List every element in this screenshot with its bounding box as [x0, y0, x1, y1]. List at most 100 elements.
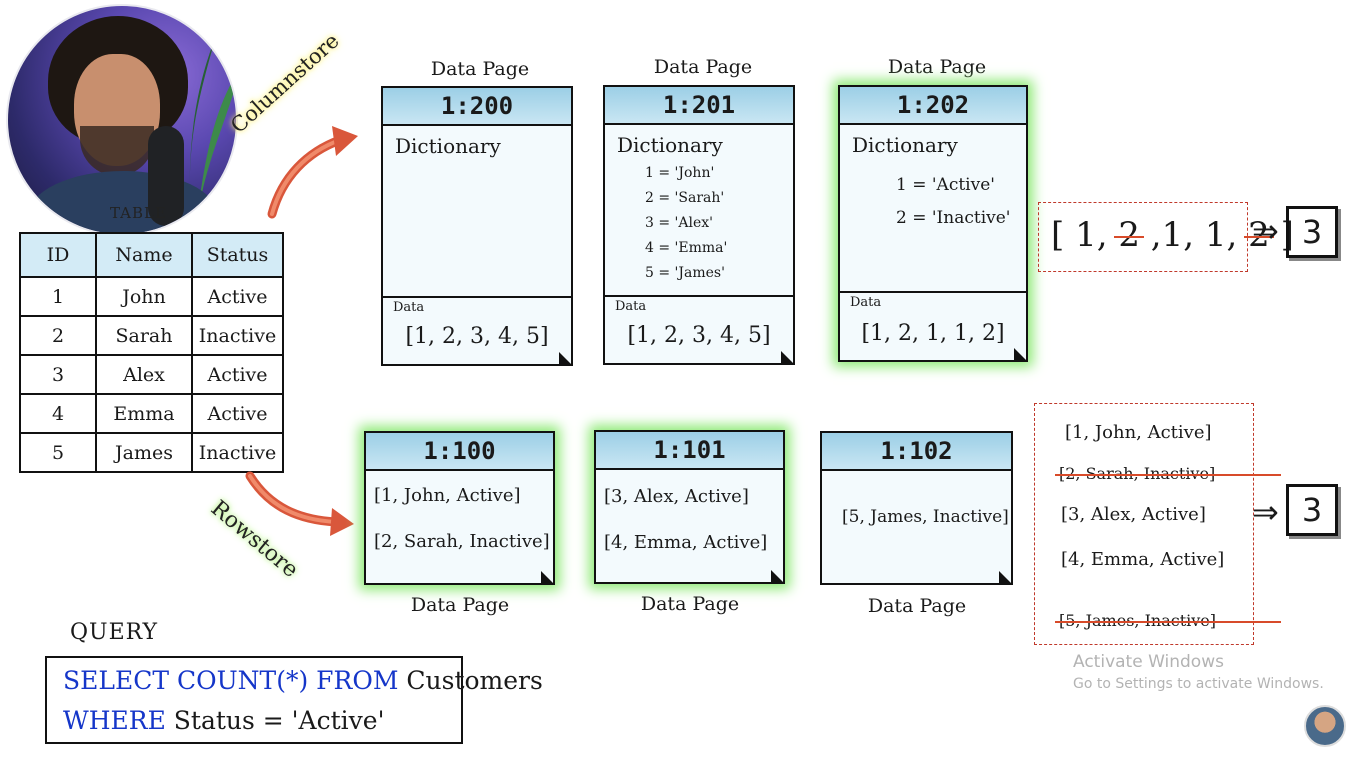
- page-id: 1:101: [596, 432, 783, 470]
- row-entry: [3, Alex, Active]: [604, 486, 749, 507]
- row-count-result: 3: [1286, 484, 1338, 536]
- data-array: [1, 2, 3, 4, 5]: [405, 324, 549, 349]
- presenter-shirt: [28, 171, 218, 234]
- page-id: 1:100: [366, 433, 553, 471]
- dictionary-list: 1 = 'Active' 2 = 'Inactive': [896, 169, 1010, 235]
- dict-entry: 3 = 'Alex': [645, 215, 714, 231]
- dictionary-list: 1 = 'John' 2 = 'Sarah' 3 = 'Alex' 4 = 'E…: [645, 161, 727, 286]
- table-title: TABLE: [110, 204, 167, 222]
- data-divider: [383, 296, 571, 298]
- row-result-entry: [1, John, Active]: [1065, 422, 1212, 443]
- cell-id: 5: [19, 432, 97, 473]
- data-array: [1, 2, 3, 4, 5]: [627, 323, 771, 348]
- column-result-arrow-icon: ⇒: [1252, 212, 1279, 250]
- row-result-entry: [3, Alex, Active]: [1061, 504, 1206, 525]
- status-array: [ 1, 2 ,1, 1, 2 ]: [1051, 215, 1294, 255]
- cell-name: Sarah: [95, 315, 193, 356]
- activate-windows-watermark: Activate Windows Go to Settings to activ…: [1073, 652, 1324, 692]
- page-id: 1:202: [840, 87, 1026, 125]
- data-label: Data: [850, 295, 882, 310]
- table-row: 5 James Inactive: [19, 432, 284, 473]
- watermark-subtitle: Go to Settings to activate Windows.: [1073, 676, 1324, 692]
- cell-status: Active: [191, 276, 284, 317]
- cell-name: James: [95, 432, 193, 473]
- dict-entry: 5 = 'James': [645, 265, 725, 281]
- page-id: 1:102: [822, 433, 1011, 471]
- array-item-crossed: 2: [1248, 215, 1270, 255]
- column-page-1-title: Data Page: [430, 58, 530, 80]
- dict-entry: 2 = 'Inactive': [896, 208, 1011, 228]
- page-fold-icon: [541, 571, 555, 585]
- row-result-arrow-icon: ⇒: [1252, 493, 1279, 531]
- column-data-page-1-202: 1:202 Dictionary 1 = 'Active' 2 = 'Inact…: [838, 85, 1028, 362]
- data-divider: [840, 291, 1026, 293]
- dict-entry: 2 = 'Sarah': [645, 190, 725, 206]
- row-data-page-1-100: 1:100 [1, John, Active] [2, Sarah, Inact…: [364, 431, 555, 585]
- cell-status: Active: [191, 393, 284, 434]
- row-result-entry: [4, Emma, Active]: [1061, 549, 1225, 570]
- row-page-2-title: Data Page: [640, 593, 740, 615]
- data-label: Data: [393, 300, 425, 315]
- watermark-title: Activate Windows: [1073, 652, 1224, 672]
- row-scan-result: [1, John, Active] [2, Sarah, Inactive] […: [1034, 403, 1281, 645]
- query-condition: Status = 'Active': [173, 706, 385, 735]
- array-item: ,1,: [1150, 215, 1195, 255]
- presenter-webcam: [6, 4, 238, 236]
- column-page-3-title: Data Page: [887, 56, 987, 78]
- dictionary-label: Dictionary: [852, 133, 958, 157]
- header-name: Name: [95, 232, 193, 278]
- cell-name: Alex: [95, 354, 193, 395]
- row-data-page-1-102: 1:102 [5, James, Inactive]: [820, 431, 1013, 585]
- page-fold-icon: [771, 570, 785, 584]
- cell-id: 3: [19, 354, 97, 395]
- page-fold-icon: [781, 351, 795, 365]
- dict-entry: 1 = 'Active': [896, 175, 995, 195]
- table-row: 3 Alex Active: [19, 354, 284, 395]
- cell-id: 2: [19, 315, 97, 356]
- table-row: 2 Sarah Inactive: [19, 315, 284, 356]
- array-open: [: [1051, 215, 1065, 255]
- dict-entry: 4 = 'Emma': [645, 240, 728, 256]
- column-count-result: 3: [1286, 206, 1338, 258]
- array-item: 1,: [1075, 215, 1108, 255]
- row-result-entry-crossed: [5, James, Inactive]: [1055, 611, 1281, 630]
- header-status: Status: [191, 232, 284, 278]
- query-label: QUERY: [70, 620, 159, 645]
- cell-id: 4: [19, 393, 97, 434]
- array-item: 1,: [1204, 215, 1238, 255]
- query-table-name: Customers: [406, 666, 543, 695]
- channel-avatar[interactable]: [1304, 705, 1346, 747]
- row-page-3-title: Data Page: [867, 595, 967, 617]
- row-entry: [2, Sarah, Inactive]: [374, 531, 550, 552]
- table-header-row: ID Name Status: [19, 232, 284, 278]
- microphone-icon: [148, 126, 184, 226]
- data-divider: [605, 295, 793, 297]
- table-row: 4 Emma Active: [19, 393, 284, 434]
- data-array: [1, 2, 1, 1, 2]: [861, 321, 1005, 346]
- cell-status: Inactive: [191, 432, 284, 473]
- array-item-crossed: 2: [1118, 215, 1140, 255]
- cell-status: Inactive: [191, 315, 284, 356]
- header-id: ID: [19, 232, 97, 278]
- dictionary-label: Dictionary: [617, 133, 723, 157]
- row-data-page-1-101: 1:101 [3, Alex, Active] [4, Emma, Active…: [594, 430, 785, 584]
- data-label: Data: [615, 299, 647, 314]
- dict-entry: 1 = 'John': [645, 165, 715, 181]
- cell-id: 1: [19, 276, 97, 317]
- rowstore-arrow-icon: [245, 471, 354, 536]
- column-page-2-title: Data Page: [653, 56, 753, 78]
- query-box: SELECT COUNT(*) FROM Customers WHERE Sta…: [45, 656, 543, 744]
- dictionary-label: Dictionary: [395, 134, 501, 158]
- query-line-1: SELECT COUNT(*) FROM Customers: [63, 666, 543, 695]
- query-line-2: WHERE Status = 'Active': [63, 706, 384, 735]
- row-page-1-title: Data Page: [410, 594, 510, 616]
- query-keyword-where: WHERE: [63, 706, 166, 735]
- cell-name: Emma: [95, 393, 193, 434]
- query-keyword-select: SELECT COUNT(*) FROM: [63, 666, 399, 695]
- page-fold-icon: [999, 571, 1013, 585]
- column-data-page-1-201: 1:201 Dictionary 1 = 'John' 2 = 'Sarah' …: [603, 85, 795, 365]
- row-result-entry-crossed: [2, Sarah, Inactive]: [1055, 464, 1281, 483]
- column-scan-result: [ 1, 2 ,1, 1, 2 ]: [1038, 202, 1294, 272]
- page-id: 1:200: [383, 88, 571, 126]
- page-fold-icon: [1014, 348, 1028, 362]
